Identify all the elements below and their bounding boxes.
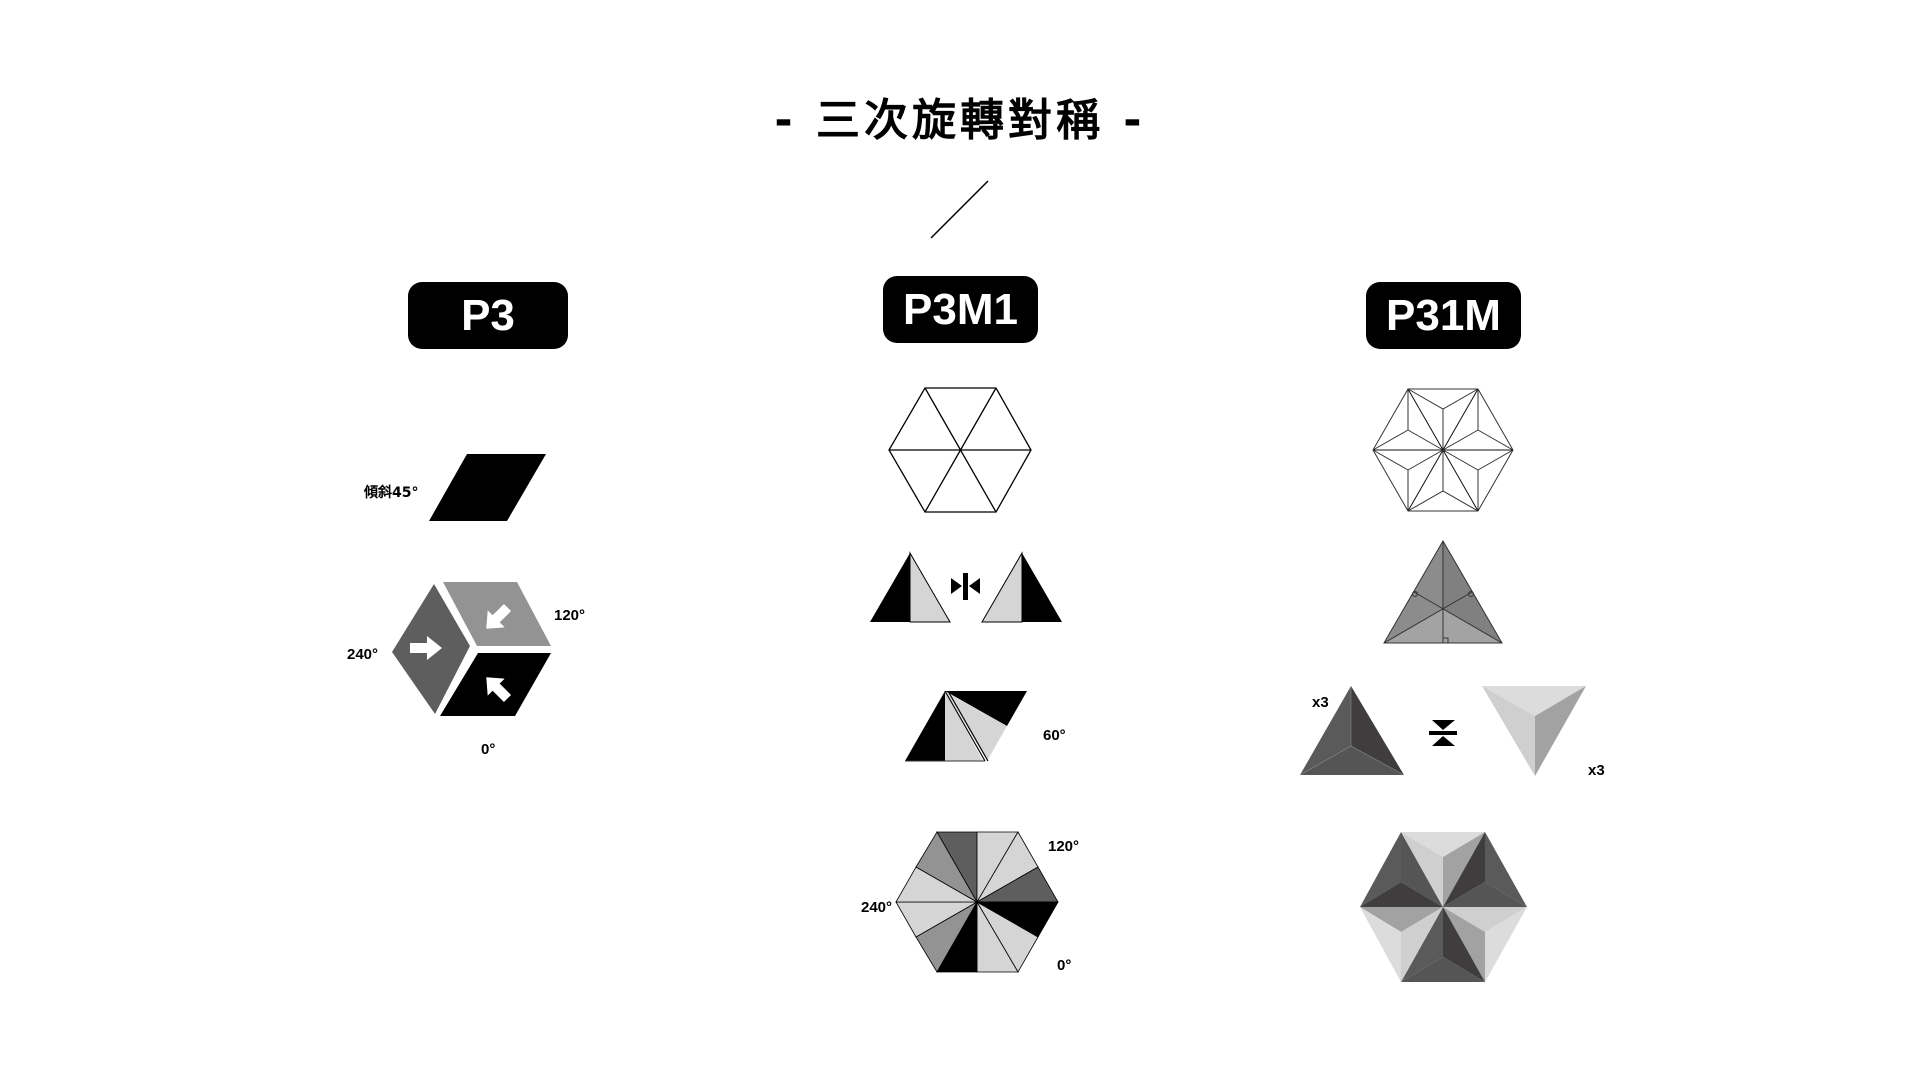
p3-rotation-cube: [392, 582, 551, 716]
label-0-degrees: 0°: [481, 741, 496, 758]
mirror-horizontal-icon: [1429, 720, 1457, 746]
tilted-parallelogram: [429, 454, 546, 521]
label-times-3-right: x3: [1588, 762, 1605, 779]
page-title: - 三次旋轉對稱 -: [774, 95, 1146, 146]
light-inverted-pyramid: [1482, 686, 1586, 776]
arrow-up-left-icon: [486, 677, 512, 703]
p3m1-mirror-triangles: [870, 551, 1062, 623]
mirror-vertical-icon: [951, 573, 980, 600]
label-60-degrees: 60°: [1043, 727, 1066, 744]
arrow-right-icon: [410, 636, 442, 660]
badge-p3m1: P3M1: [883, 276, 1038, 343]
badge-p31m: P31M: [1366, 282, 1521, 349]
p31m-median-triangle: [1383, 540, 1503, 644]
label-tilt-45: 傾斜45°: [364, 485, 419, 501]
p3m1-hex-outline: [888, 387, 1032, 513]
p31m-hex-outline: [1372, 388, 1514, 512]
badge-p3: P3: [408, 282, 568, 349]
p3m1-composite-hexagon: [895, 831, 1059, 973]
dark-pyramid: [1299, 686, 1405, 776]
label-times-3-left: x3: [1312, 694, 1329, 711]
label-120-degrees: 120°: [1048, 838, 1080, 855]
p31m-composite-hexagon: [1360, 832, 1527, 982]
label-240-degrees: 240°: [347, 646, 379, 663]
label-120-degrees: 120°: [554, 607, 586, 624]
connector-line: [930, 180, 989, 239]
label-0-degrees: 0°: [1057, 957, 1072, 974]
label-240-degrees: 240°: [861, 899, 893, 916]
p3m1-rotation-60-rhombus: [905, 690, 1027, 762]
arrow-down-left-icon: [486, 603, 512, 629]
